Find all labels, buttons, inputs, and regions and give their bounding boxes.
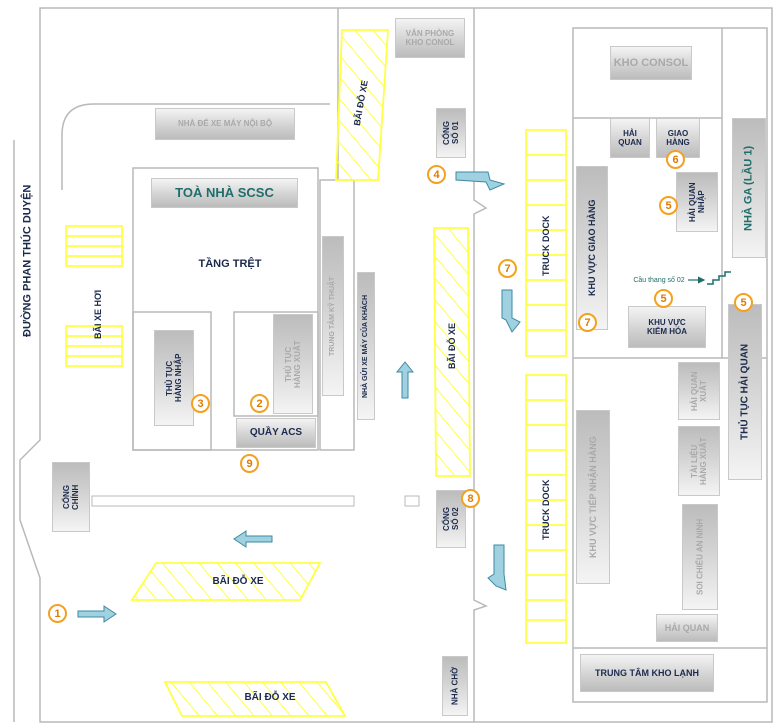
delivery-area-label: KHU VỰC GIAO HÀNG [576,166,608,330]
export-procedure-label: THỦ TỤC HÀNG XUẤT [273,314,313,414]
road-label: ĐƯỜNG PHAN THÚC DUYỆN [21,184,34,338]
parking-label: BÃI ĐỖ XE [446,323,457,370]
tech-center-label: TRUNG TÂM KỸ THUẬT [322,236,344,396]
marker-8[interactable]: 8 [461,489,480,508]
marker-6[interactable]: 6 [666,150,685,169]
car-park-grid [65,225,123,367]
motorbike-parking-label: NHÀ ĐỂ XE MÁY NỘI BỘ [155,108,295,140]
truck-dock-label: TRUCK DOCK [540,215,551,277]
car-park-label: BÃI XE HƠI [92,289,103,339]
ground-floor-label: TẦNG TRỆT [198,257,262,270]
marker-5[interactable]: 5 [734,293,753,312]
security-screening-label: SOI CHIẾU AN NINH [682,504,718,610]
parking-strip [130,562,322,601]
arrow-up [395,361,415,399]
warehouse-outline [572,27,768,703]
marker-7[interactable]: 7 [498,259,517,278]
parking-strip [163,681,347,717]
terminal-label: NHÀ GA (LẦU 1) [732,118,766,258]
marker-5[interactable]: 5 [654,289,673,308]
barrier-bar [91,495,355,507]
barrier-block [404,495,420,507]
marker-3[interactable]: 3 [191,394,210,413]
arrow-curve [501,289,521,333]
customs-label: HẢI QUAN [610,118,650,158]
marker-4[interactable]: 4 [427,165,446,184]
inspection-area-label: KHU VỰC KIỂM HÓA [628,306,706,348]
divider-line [473,8,488,722]
export-office-outline [233,311,319,417]
customs-procedure-label: THỦ TỤC HẢI QUAN [728,304,762,480]
customs-small-label: HẢI QUAN [656,614,718,642]
parking-label: BÃI ĐỖ XE [244,692,296,704]
direction-arrows [77,171,521,623]
arrow-right [77,605,117,623]
marker-7[interactable]: 7 [578,313,597,332]
scsc-building-outline [132,167,319,451]
internal-road [61,103,330,190]
marker-2[interactable]: 2 [250,394,269,413]
export-customs-label: HẢI QUAN XUẤT [678,362,720,420]
gate-1-label[interactable]: CỔNG SỐ 01 [436,108,466,158]
truck-dock-grid [525,129,567,644]
waiting-room-label: NHÀ CHỜ [442,656,468,716]
marker-1[interactable]: 1 [48,604,67,623]
marker-9[interactable]: 9 [240,454,259,473]
parking-label: BÃI ĐỖ XE [212,576,264,588]
site-boundary [19,7,773,723]
receiving-area-label: KHU VỰC TIẾP NHẬN HÀNG [576,410,610,584]
truck-dock-label: TRUCK DOCK [540,479,551,541]
main-gate-label[interactable]: CỔNG CHÍNH [52,462,90,532]
parking-strip [335,29,389,181]
import-customs-label: HẢI QUAN NHẬP [676,172,718,232]
export-documents-label: TÀI LIỆU HÀNG XUẤT [678,426,720,496]
arrow-left [233,530,273,548]
arrow-curve [455,171,506,191]
kho-consol-label: KHO CONSOL [610,46,692,80]
scsc-building-title: TOÀ NHÀ SCSC [151,178,298,208]
staircase-icon [707,271,731,285]
arrow-curve [487,544,507,591]
parking-strip [433,227,471,477]
import-office-outline [132,311,212,451]
acs-counter-label: QUẦY ACS [236,418,316,448]
import-procedure-label: THỦ TỤC HÀNG NHẬP [154,330,194,426]
staircase-label: Cầu thang số 02 [633,276,685,284]
customer-motorbike-label: NHÀ GỬI XE MÁY CỦA KHÁCH [357,272,375,420]
marker-5[interactable]: 5 [659,196,678,215]
office-conol-label: VĂN PHÒNG KHO CONOL [395,18,465,58]
cold-storage-label: TRUNG TÂM KHO LẠNH [580,654,714,692]
